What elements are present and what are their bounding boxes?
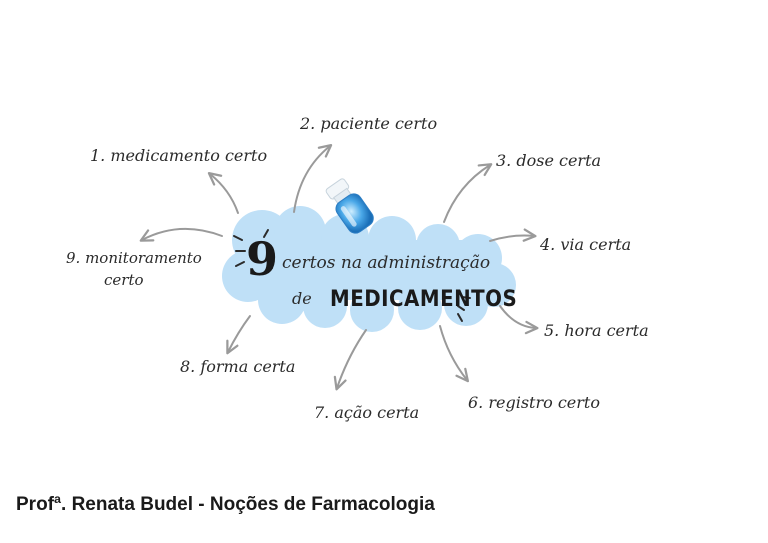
arrow-1 (207, 172, 239, 214)
footer-credit: Profª. Renata Budel - Noções de Farmacol… (16, 494, 435, 515)
sparkle-strokes (233, 229, 471, 322)
item-9-label-line1: 9. monitoramento (66, 249, 202, 267)
item-1-label: 1. medicamento certo (90, 146, 267, 165)
center-line2-main: MEDICAMENTOS (330, 287, 517, 312)
arrow-9 (139, 227, 223, 242)
item-9-label-line2: certo (104, 271, 144, 289)
arrow-3 (443, 163, 493, 223)
vial-icon (325, 178, 374, 234)
item-5-label: 5. hora certa (544, 321, 649, 340)
item-7-label: 7. ação certa (314, 403, 419, 422)
arrow-2 (293, 144, 333, 213)
arrow-6 (439, 325, 469, 383)
item-3-label: 3. dose certa (496, 151, 601, 170)
item-8-label: 8. forma certa (180, 357, 295, 376)
arrow-5 (499, 305, 539, 335)
arrow-7 (333, 329, 367, 391)
center-number: 9 (246, 232, 278, 286)
center-cloud (222, 206, 516, 332)
arrow-8 (226, 315, 251, 355)
arrow-4 (489, 228, 537, 242)
center-line1: certos na administração (282, 253, 490, 273)
item-2-label: 2. paciente certo (299, 114, 437, 133)
arrows (139, 144, 539, 391)
item-4-label: 4. via certa (539, 235, 631, 254)
item-6-label: 6. registro certo (468, 393, 600, 412)
center-line2-prefix: de (292, 289, 312, 308)
